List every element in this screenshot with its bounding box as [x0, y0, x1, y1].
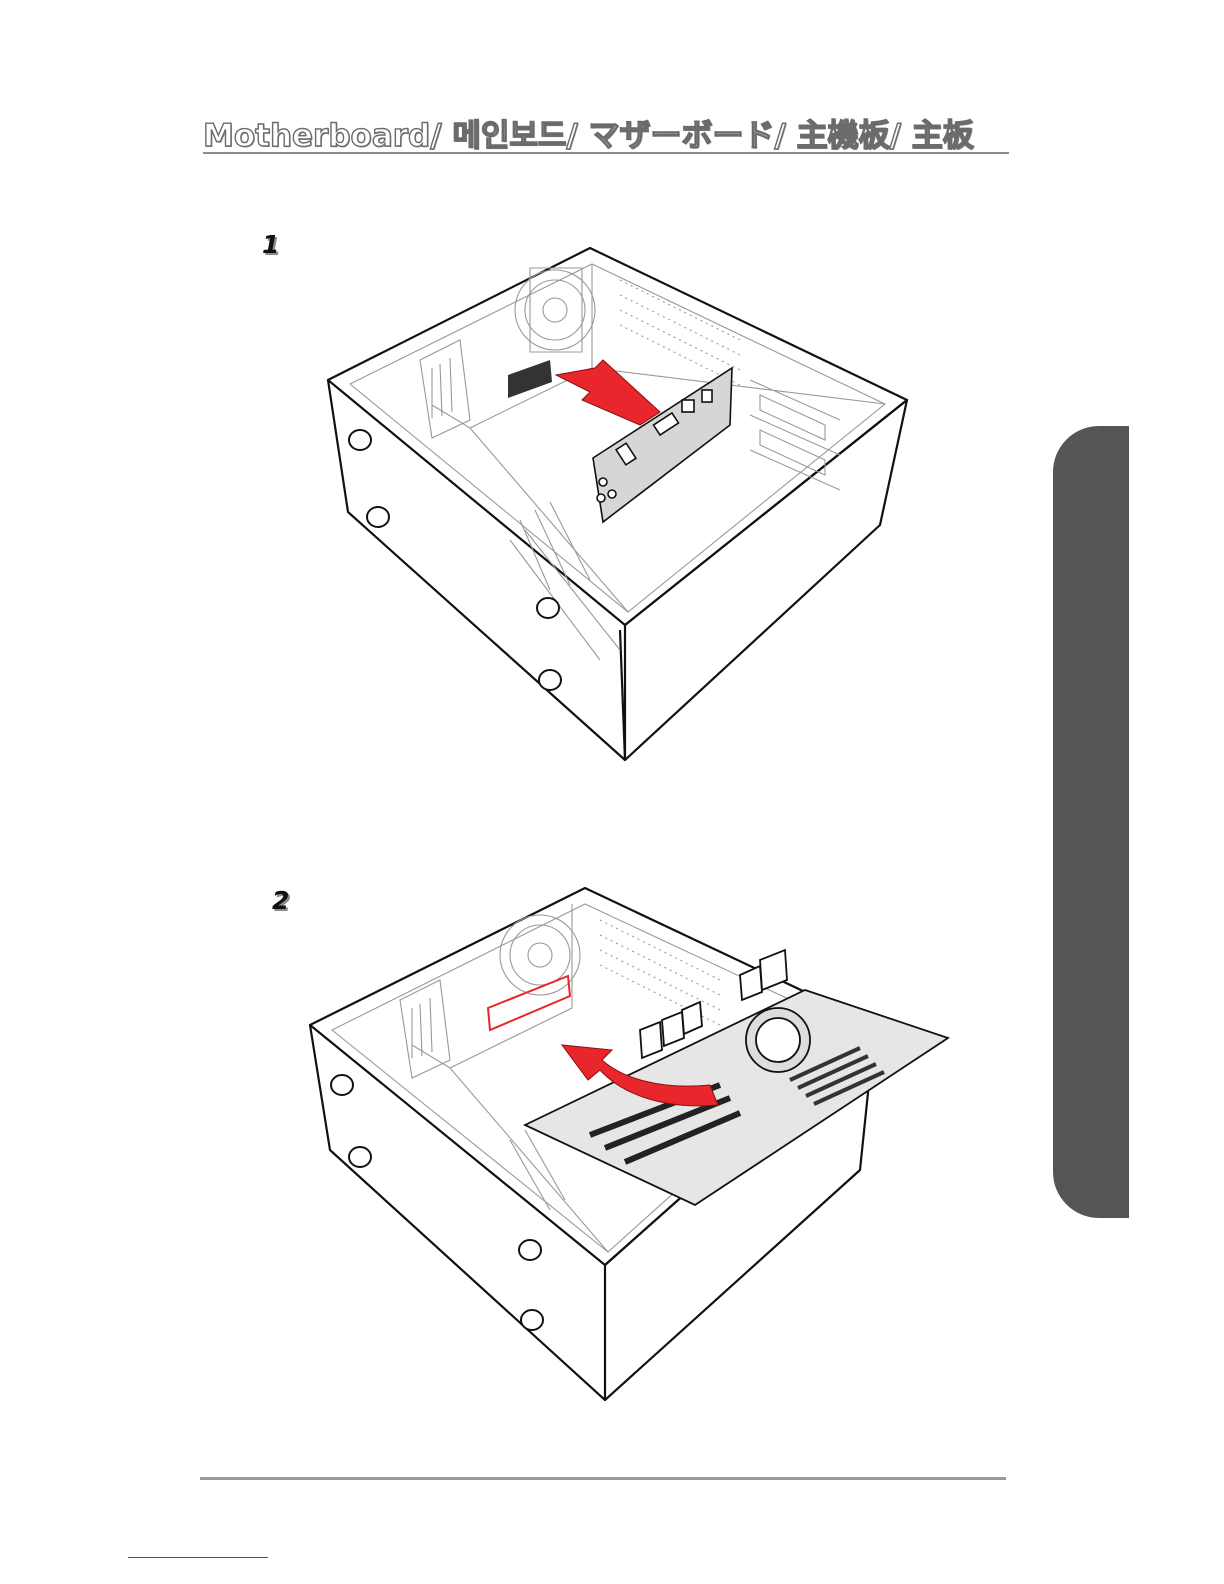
chapter-side-tab: [1053, 426, 1129, 1218]
link-underline: [128, 1557, 268, 1558]
title-divider: [203, 152, 1009, 154]
step-2-number: 2: [272, 886, 289, 915]
footer-divider: [200, 1477, 1006, 1480]
step-2-illustration: [300, 880, 960, 1410]
step-1-illustration: [320, 240, 920, 770]
page-title: Motherboard/ 메인보드/ マザーボード/ 主機板/ 主板: [203, 110, 974, 155]
step-1-number: 1: [262, 230, 279, 259]
